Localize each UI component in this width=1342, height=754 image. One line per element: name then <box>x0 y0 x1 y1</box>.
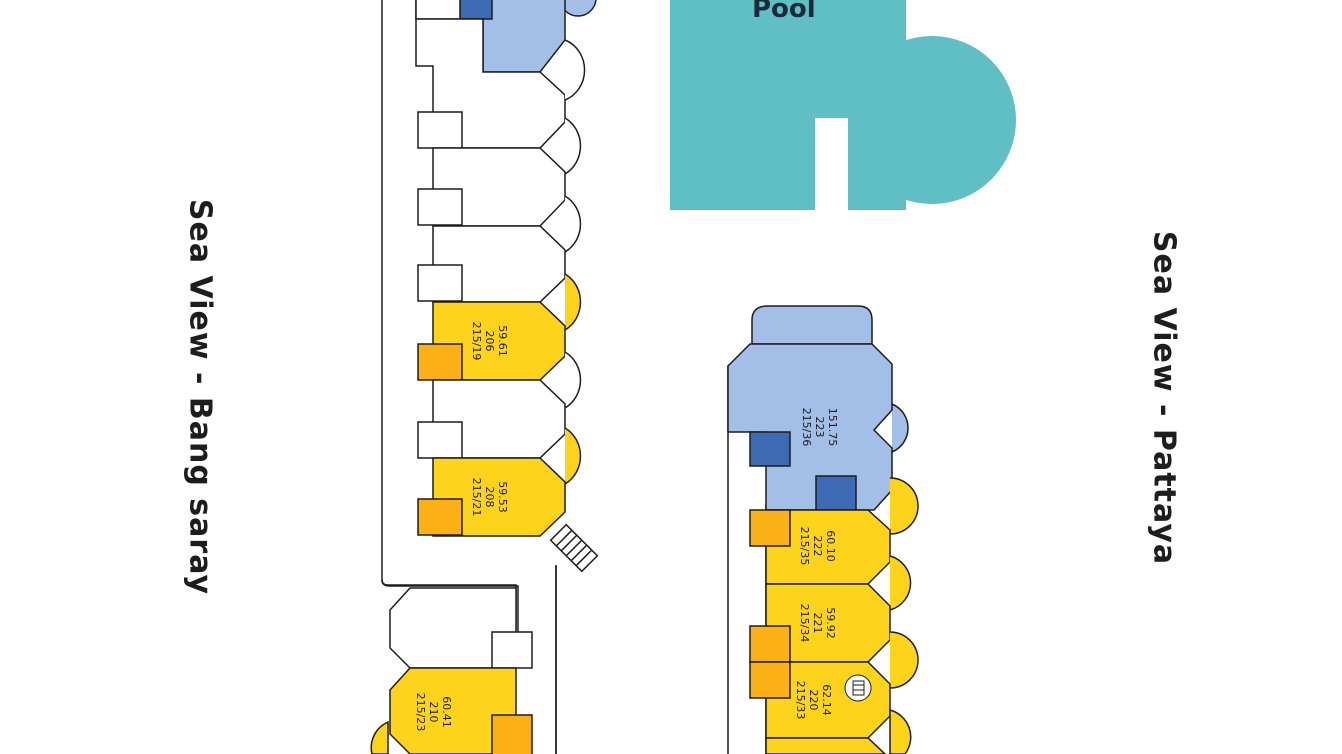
icon-building <box>852 680 865 696</box>
terrace <box>459 0 493 20</box>
terrace <box>417 343 463 381</box>
terrace-white <box>417 421 463 459</box>
terrace-white <box>417 264 463 302</box>
pool-notch <box>815 118 848 213</box>
unit-plot: 215/23 <box>414 692 427 732</box>
unit-plot: 215/35 <box>798 526 811 566</box>
unit-shape <box>482 0 566 73</box>
unit-208[interactable] <box>417 427 582 537</box>
unit-number: 210 <box>427 701 440 723</box>
terrace-white <box>491 631 533 669</box>
unit-shape <box>432 457 566 537</box>
unit-210[interactable] <box>370 667 533 754</box>
balcony-round <box>564 117 582 175</box>
corridor-step <box>381 579 519 632</box>
unit-area: 62.14 <box>820 684 833 716</box>
unit-number: 223 <box>813 416 826 438</box>
stair-step <box>570 544 588 562</box>
unit-plot: 215/34 <box>798 603 811 643</box>
balcony-round <box>370 720 389 754</box>
staircase <box>549 523 599 573</box>
balcony-round <box>564 427 582 485</box>
unit-number: 208 <box>483 486 496 508</box>
terrace <box>749 625 791 663</box>
unit-223[interactable] <box>727 305 909 511</box>
terrace <box>749 661 791 699</box>
view-label-bang-saray: Sea View - Bang saray <box>182 198 218 596</box>
terrace <box>749 509 791 547</box>
stair-step <box>555 529 573 547</box>
terrace-white <box>417 188 463 226</box>
unit-number: 221 <box>811 612 824 634</box>
unit-plot: 215/21 <box>470 477 483 517</box>
terrace-white <box>417 111 463 149</box>
unit-plot: 215/19 <box>470 321 483 361</box>
unit-plot: 215/36 <box>800 407 813 447</box>
terrace <box>815 475 857 511</box>
balcony-round <box>564 351 582 409</box>
unit-area: 59.92 <box>824 607 837 639</box>
unit-shape <box>765 737 887 754</box>
unit-area: 151.75 <box>826 407 839 447</box>
balcony-round <box>889 631 919 689</box>
terrace <box>417 498 463 536</box>
balcony-round <box>559 0 597 17</box>
balcony-top <box>751 305 873 345</box>
balcony-round <box>889 555 912 611</box>
unit-area: 60.10 <box>824 530 837 562</box>
balcony-round <box>891 403 909 453</box>
pool-label: Pool <box>752 0 816 24</box>
terrace-white <box>415 0 461 20</box>
balcony-round <box>889 477 919 535</box>
unit-area: 60.41 <box>440 696 453 728</box>
unit-number: 206 <box>483 330 496 352</box>
terrace <box>749 431 791 467</box>
stair-step <box>565 539 583 557</box>
white-units-left <box>415 18 586 303</box>
unit-area: 59.53 <box>496 481 509 513</box>
building-icon <box>844 674 872 702</box>
pool <box>670 0 1016 213</box>
unit-219-partial <box>765 709 912 754</box>
unit-area: 59.61 <box>496 325 509 357</box>
balcony-round <box>564 273 582 331</box>
unit-block-top-left <box>415 0 597 73</box>
unit-206[interactable] <box>417 273 582 381</box>
unit-shape <box>389 667 517 754</box>
unit-number: 220 <box>807 689 820 711</box>
stair-step <box>560 534 578 552</box>
white-unit-lower-left <box>389 587 533 669</box>
stair-step <box>575 549 593 567</box>
terrace <box>491 714 533 754</box>
balcony-round <box>564 195 582 253</box>
unit-plot: 215/33 <box>794 680 807 720</box>
balcony-round <box>564 39 586 101</box>
pool-round-end <box>848 36 1016 204</box>
view-label-pattaya: Sea View - Pattaya <box>1146 230 1182 566</box>
balcony-round <box>889 709 912 754</box>
unit-number: 222 <box>811 535 824 557</box>
